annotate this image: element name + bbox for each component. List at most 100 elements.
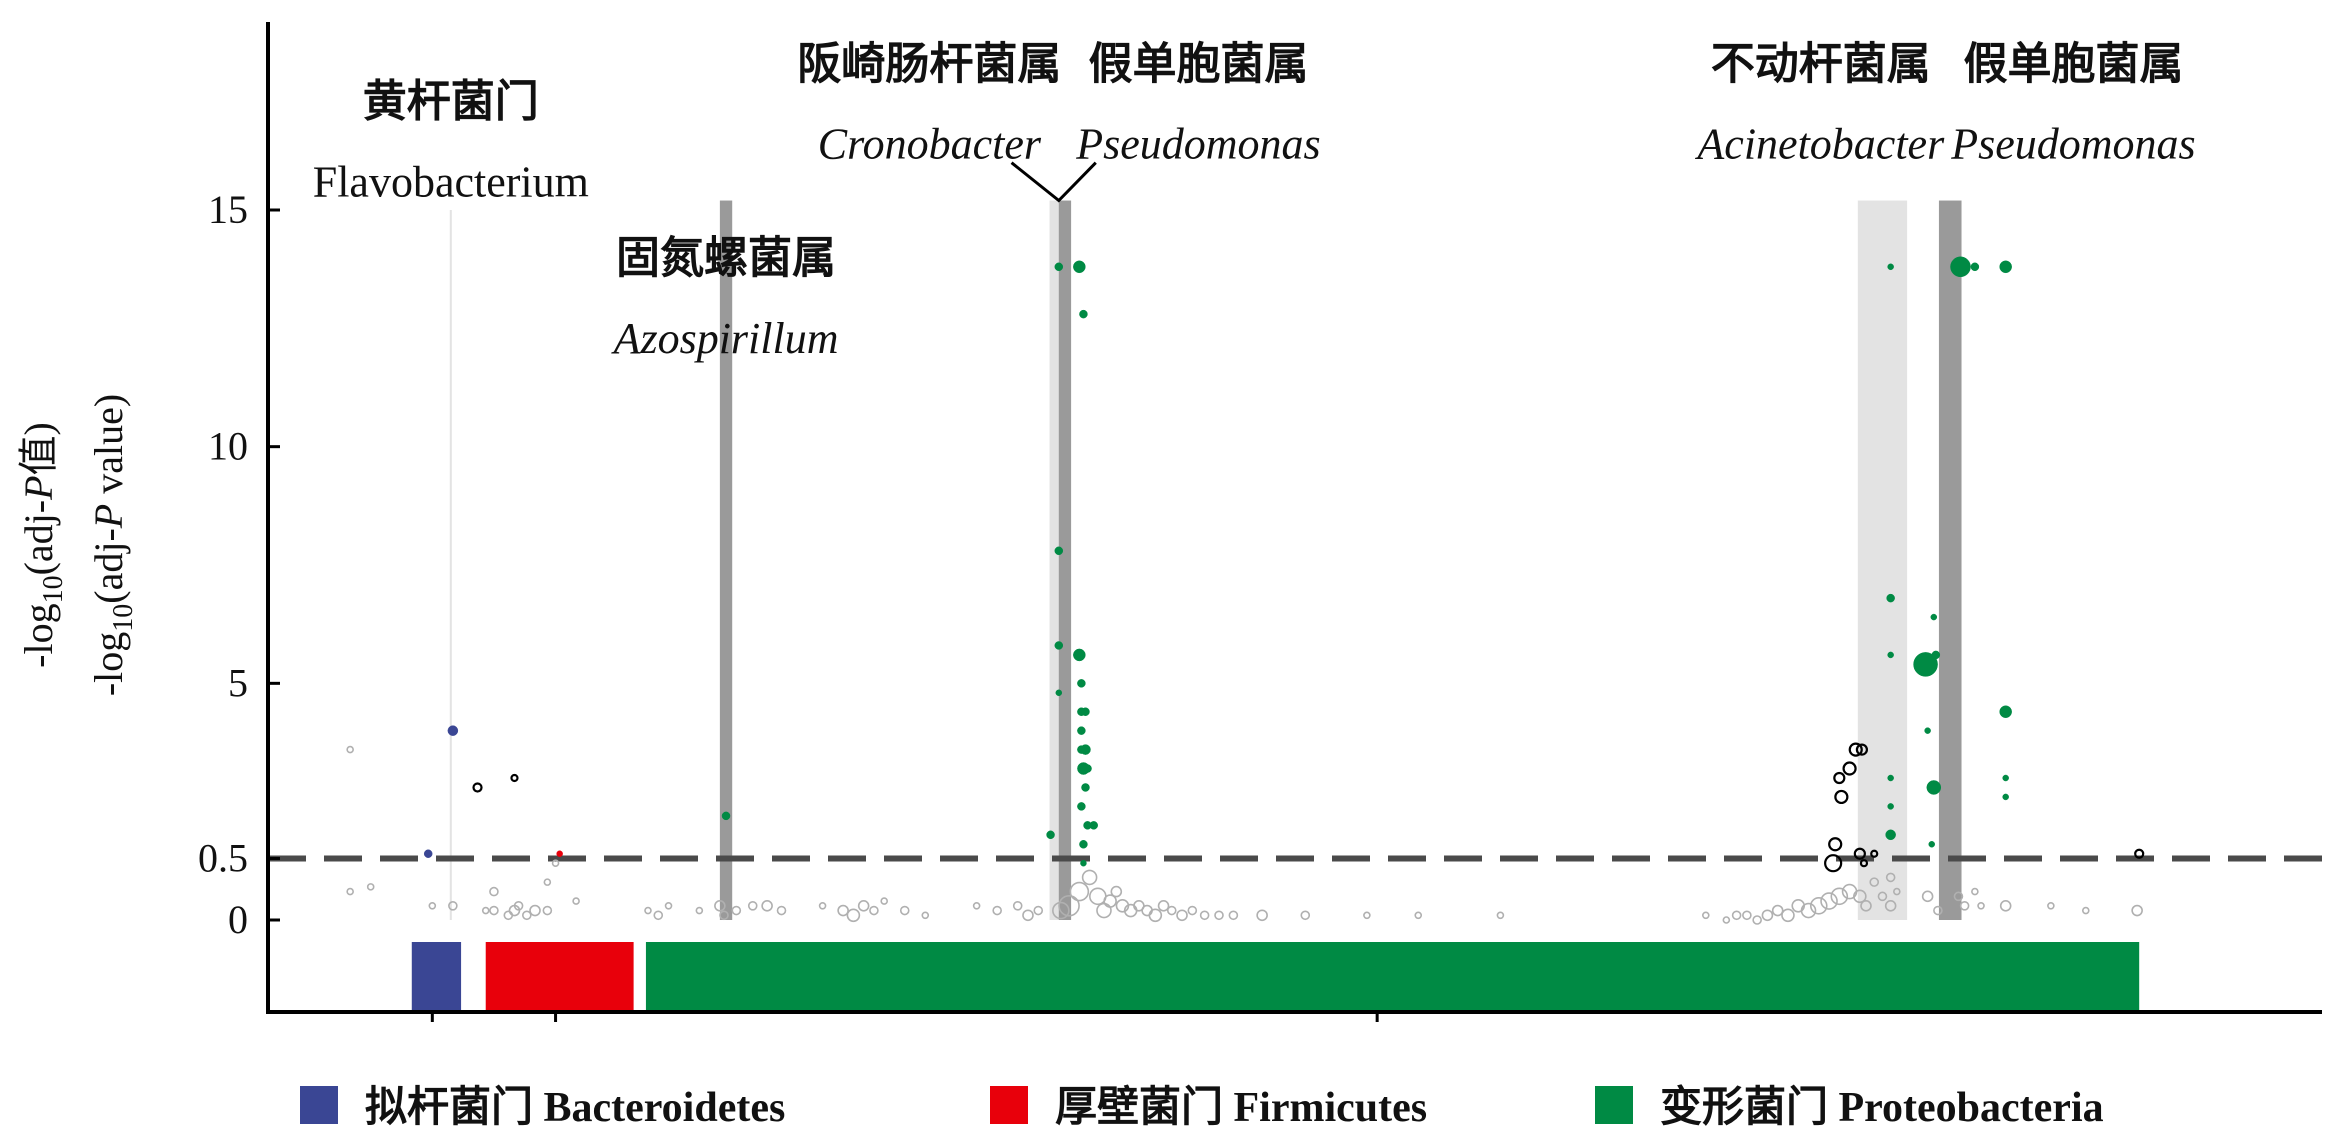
point-4-68 [1742, 910, 1752, 921]
phylum-bars [411, 942, 2140, 1010]
point-2-11 [1077, 726, 1086, 735]
point-4-59 [1228, 910, 1239, 921]
point-4-92 [1999, 899, 2012, 912]
point-2-29 [1913, 652, 1938, 677]
point-4-61 [1300, 910, 1311, 921]
point-3-9 [1853, 847, 1866, 860]
annotation-en-0: Flavobacterium [313, 158, 589, 207]
point-4-89 [1959, 900, 1970, 911]
annotation-cn-4: 不动杆菌属 [1711, 38, 1931, 89]
legend-label-1: 厚壁菌门 Firmicutes [1055, 1082, 1427, 1131]
annotation-cn-3: 假单胞菌属 [1088, 38, 1308, 89]
y-tick-label-4: 15 [208, 187, 248, 232]
annotation-cn-0: 黄杆菌门 [363, 76, 539, 127]
point-4-3 [428, 901, 437, 910]
legend-label-cn-1: 厚壁菌门 [1055, 1082, 1223, 1131]
point-2-23 [1887, 263, 1894, 271]
point-4-72 [1781, 908, 1795, 923]
legend-label-en-0: Bacteroidetes [533, 1085, 785, 1131]
point-1-0 [556, 850, 563, 857]
point-2-22 [1077, 745, 1086, 754]
point-4-75 [1809, 896, 1828, 915]
phylum-bar-0 [411, 942, 462, 1010]
point-4-64 [1496, 911, 1505, 920]
point-2-26 [1887, 774, 1894, 782]
phylum-bar-1 [485, 942, 634, 1010]
point-4-86 [1921, 890, 1934, 903]
point-4-13 [543, 878, 552, 886]
point-4-4 [448, 900, 458, 911]
point-4-20 [695, 906, 704, 915]
y-tick-label-0: 0 [228, 897, 248, 942]
point-4-88 [1953, 891, 1964, 902]
phylum-bar-2 [645, 942, 2140, 1010]
point-3-6 [1834, 789, 1849, 805]
ylabel-sub-1: 10 [108, 604, 139, 632]
y-axis-label-line-1: -log10(adj-P值) [16, 422, 69, 668]
point-4-14 [542, 905, 553, 916]
point-2-38 [1999, 705, 2012, 718]
point-4-2 [366, 883, 375, 891]
point-4-5 [481, 906, 490, 915]
highlight-band-1 [719, 200, 733, 921]
point-3-0 [472, 782, 483, 793]
point-4-82 [1877, 891, 1888, 902]
point-4-10 [529, 904, 541, 917]
highlight-band-0 [449, 210, 452, 920]
point-4-81 [1869, 877, 1880, 887]
annotation-en-1: Azospirillum [611, 314, 839, 363]
data-points [346, 256, 2145, 925]
point-4-57 [1199, 910, 1210, 921]
point-2-0 [721, 811, 731, 821]
point-4-45 [1096, 902, 1112, 919]
point-4-28 [837, 904, 849, 917]
ylabel-suffix-0: 值) [16, 422, 61, 475]
ylabel-mid-0: (adj- [16, 500, 61, 576]
point-3-4 [1842, 761, 1857, 776]
point-2-6 [1055, 689, 1063, 697]
y-tick-label-2: 5 [228, 660, 248, 705]
point-4-26 [776, 905, 787, 916]
point-2-8 [1077, 679, 1086, 688]
point-2-15 [1081, 783, 1090, 792]
point-2-16 [1077, 802, 1086, 811]
point-3-8 [1824, 854, 1843, 873]
point-4-77 [1830, 887, 1849, 906]
ylabel-sub-0: 10 [38, 575, 69, 603]
point-3-3 [1855, 743, 1869, 756]
point-2-4 [1054, 546, 1064, 556]
point-4-52 [1148, 908, 1163, 923]
point-4-56 [1187, 905, 1198, 916]
point-2-1 [1054, 262, 1064, 272]
annotation-cn-5: 假单胞菌属 [1963, 38, 2183, 89]
point-2-35 [1950, 256, 1971, 278]
point-2-39 [2002, 774, 2009, 782]
point-2-28 [1885, 829, 1896, 841]
point-4-53 [1157, 899, 1170, 912]
point-2-37 [1999, 260, 2012, 274]
highlight-band-5 [1938, 200, 1962, 921]
point-4-42 [1069, 881, 1090, 902]
point-4-11 [513, 900, 524, 911]
point-4-91 [1977, 901, 1985, 910]
legend-label-0: 拟杆菌门 Bacteroidetes [365, 1082, 785, 1131]
ylabel-prefix-1: -log [86, 632, 131, 696]
annotation-en-2: Cronobacter [818, 120, 1042, 169]
point-2-2 [1073, 260, 1086, 274]
point-4-17 [644, 906, 652, 915]
point-4-46 [1103, 894, 1117, 908]
point-4-85 [1893, 887, 1901, 896]
ylabel-p-1: P [86, 504, 131, 529]
point-4-69 [1752, 915, 1762, 925]
point-4-63 [1414, 911, 1423, 920]
point-4-94 [2081, 906, 2090, 915]
point-4-87 [1933, 905, 1943, 916]
point-2-5 [1054, 641, 1064, 650]
point-2-30 [1930, 613, 1938, 621]
point-2-10 [1081, 707, 1090, 716]
point-4-23 [731, 905, 742, 916]
point-4-38 [1022, 909, 1034, 922]
point-4-76 [1820, 892, 1838, 910]
point-2-40 [2002, 793, 2009, 801]
